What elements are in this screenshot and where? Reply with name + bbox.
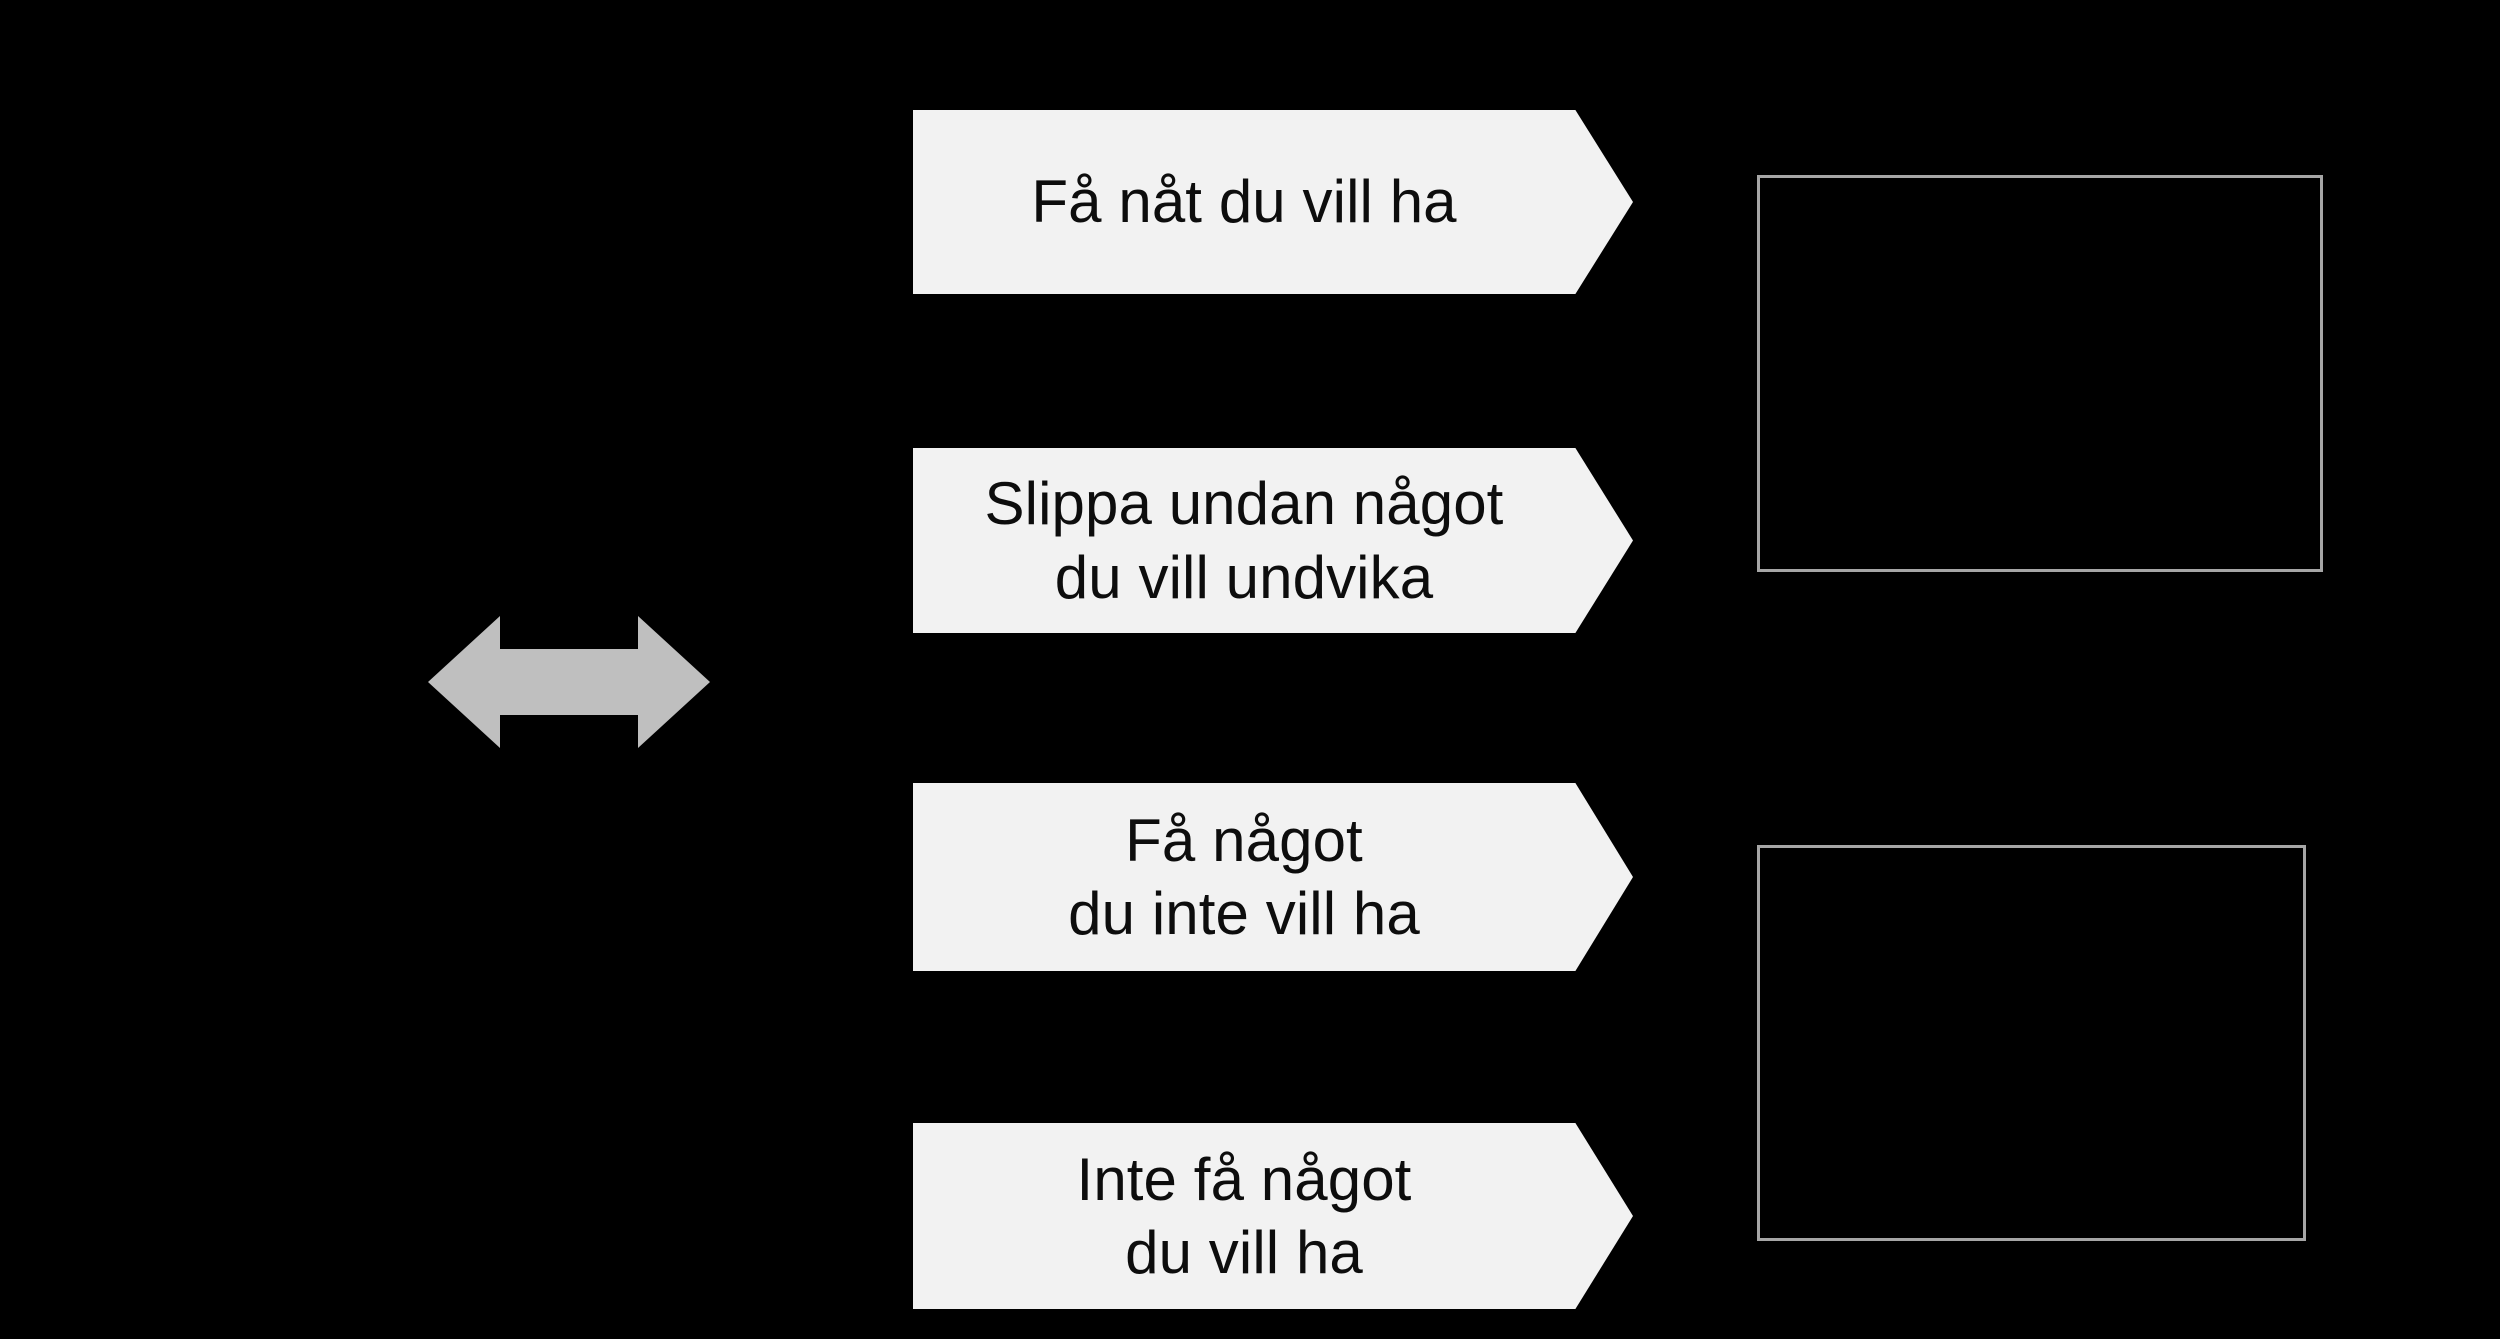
placeholder-box-1[interactable]: [1757, 175, 2323, 572]
chevron-callout-3-label: Få något du inte vill ha: [1068, 806, 1420, 947]
chevron-callout-1[interactable]: Få nåt du vill ha: [913, 110, 1633, 294]
chevron-callout-3[interactable]: Få något du inte vill ha: [913, 783, 1633, 971]
placeholder-box-2[interactable]: [1757, 845, 2306, 1241]
chevron-callout-1-label: Få nåt du vill ha: [1031, 168, 1457, 236]
chevron-callout-2-label: Slippa undan något du vill undvika: [984, 470, 1504, 611]
chevron-callout-4[interactable]: Inte få något du vill ha: [913, 1123, 1633, 1309]
chevron-callout-4-label: Inte få något du vill ha: [1076, 1145, 1412, 1286]
double-headed-arrow-icon: [428, 608, 710, 756]
chevron-callout-2[interactable]: Slippa undan något du vill undvika: [913, 448, 1633, 633]
